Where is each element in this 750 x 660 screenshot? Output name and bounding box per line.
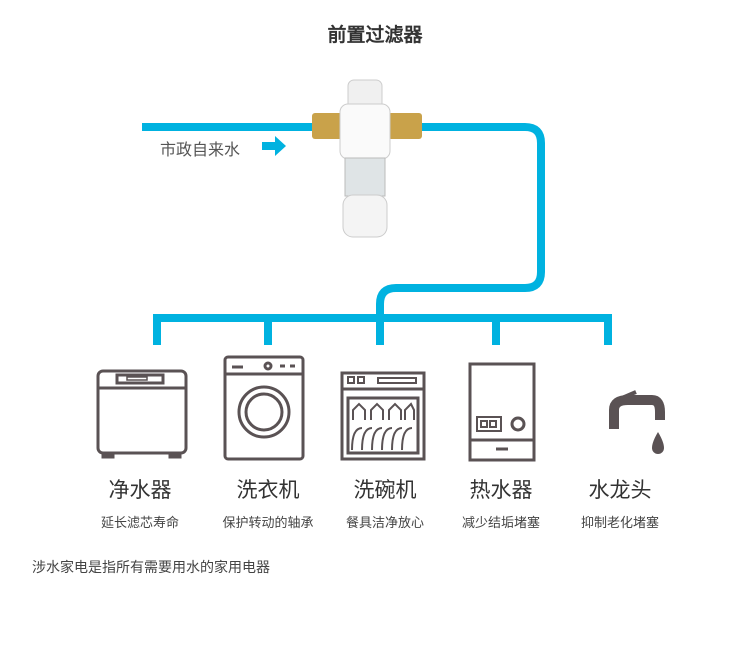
water-pipe xyxy=(142,123,612,345)
appliance-benefit: 减少结垢堵塞 xyxy=(461,516,540,531)
appliance-name: 洗碗机 xyxy=(353,478,417,502)
municipal-water-label: 市政自来水 xyxy=(160,140,241,159)
washing-machine-icon xyxy=(223,355,305,461)
arrow-right-icon xyxy=(262,136,286,156)
appliance-name: 洗衣机 xyxy=(236,478,300,502)
pre-filter-image xyxy=(312,79,422,238)
appliance-name: 热水器 xyxy=(469,478,533,502)
faucet-icon xyxy=(609,390,665,454)
appliance-name: 水龙头 xyxy=(588,478,652,502)
appliance-name: 净水器 xyxy=(108,478,172,502)
appliance-benefit: 抑制老化堵塞 xyxy=(580,516,659,531)
water-heater-icon xyxy=(468,362,536,462)
page-title: 前置过滤器 xyxy=(327,24,423,46)
footnote: 涉水家电是指所有需要用水的家用电器 xyxy=(32,560,270,576)
water-purifier-icon xyxy=(96,369,188,459)
appliance-benefit: 餐具洁净放心 xyxy=(345,516,424,531)
appliance-benefit: 保护转动的轴承 xyxy=(222,516,314,531)
dishwasher-icon xyxy=(340,371,426,461)
appliance-benefit: 延长滤芯寿命 xyxy=(100,516,179,531)
